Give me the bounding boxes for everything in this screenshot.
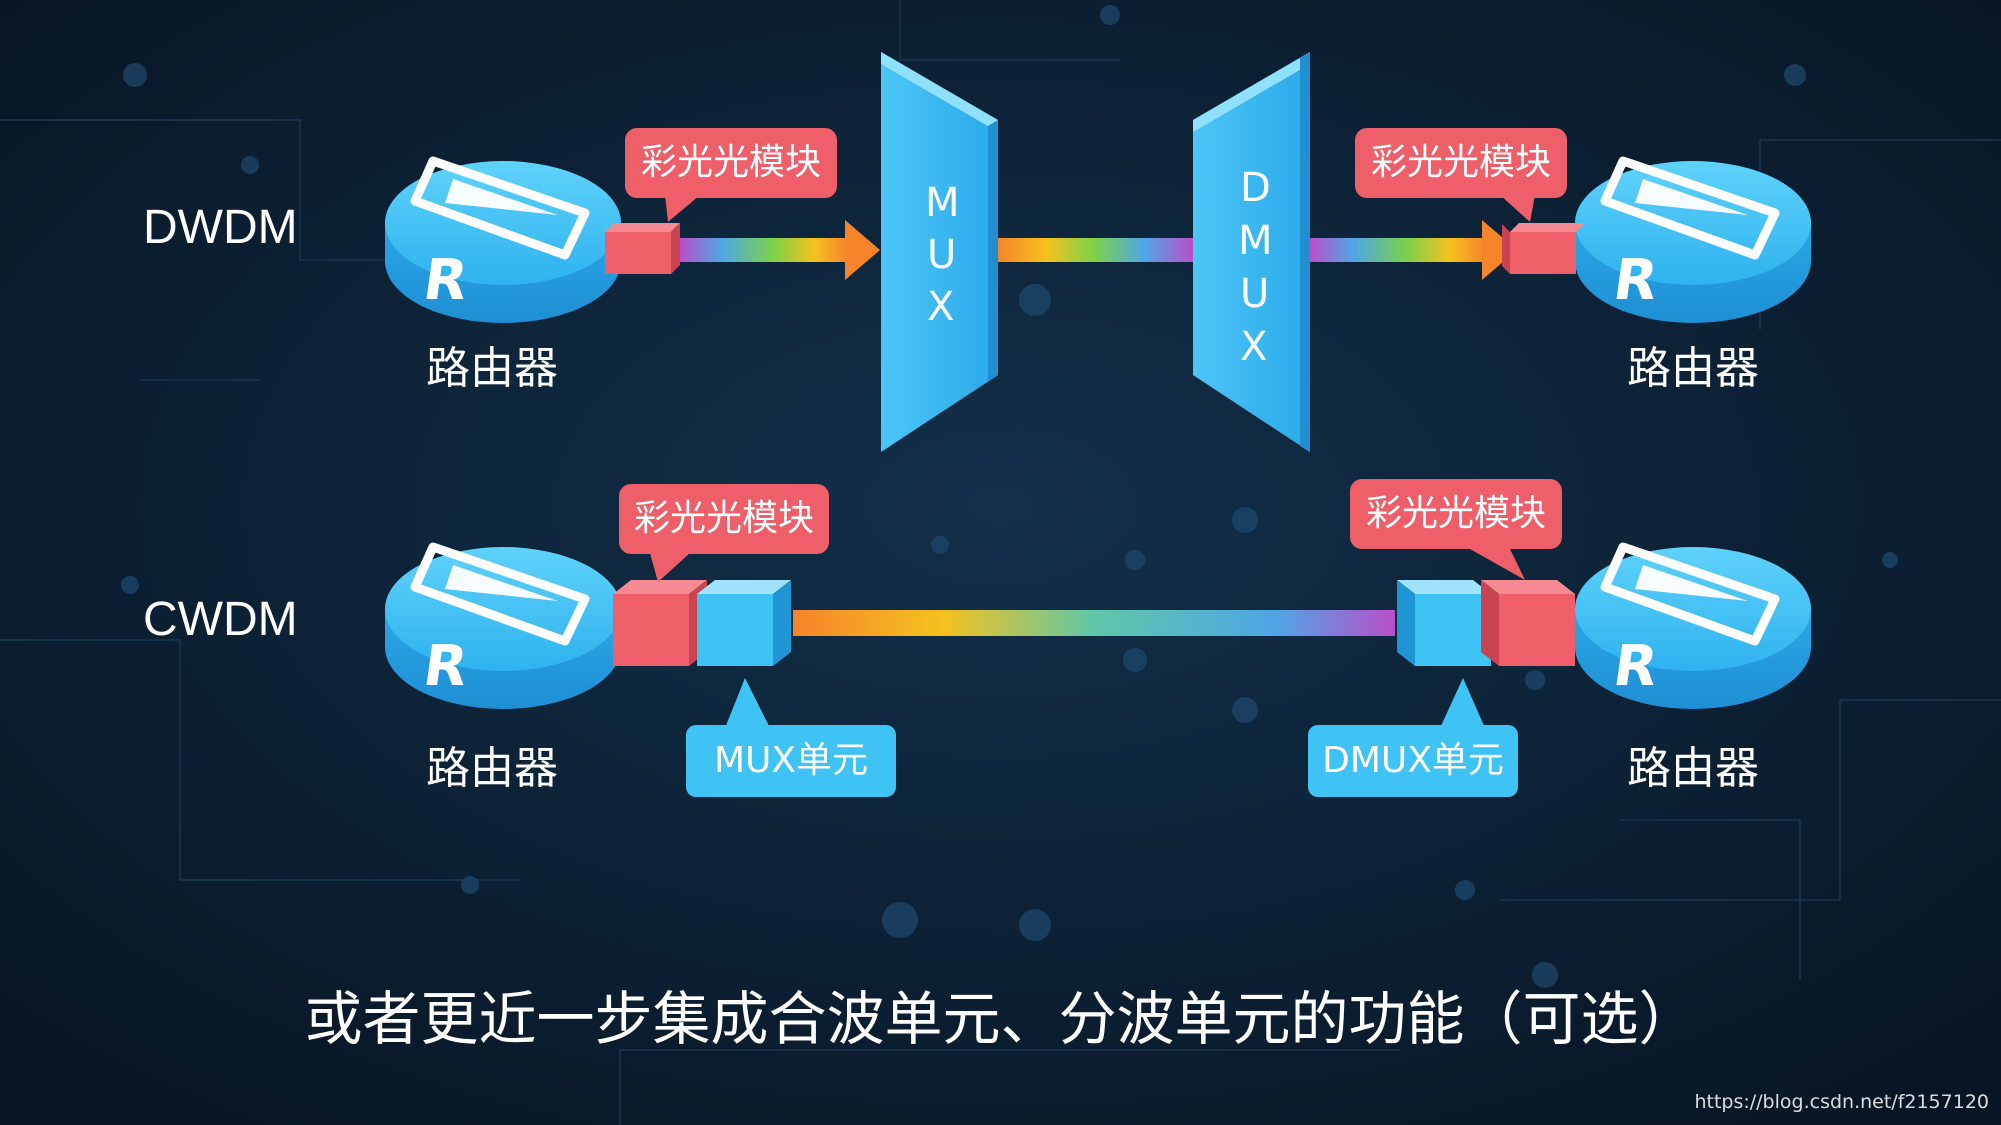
dmux-letter: U xyxy=(1240,271,1270,317)
colored-optical-module-cube xyxy=(613,580,707,666)
router-label: 路由器 xyxy=(426,743,558,794)
dwdm-left-signal-arrow xyxy=(680,220,880,280)
dwdm-right-signal-arrow xyxy=(1310,220,1517,280)
router-badge: R xyxy=(1609,634,1662,699)
mux-letter: X xyxy=(927,284,955,330)
colored-optical-module-cube xyxy=(605,223,680,274)
callout-tail xyxy=(1470,549,1525,580)
dmux-unit-callout: DMUX单元 xyxy=(1308,725,1518,797)
router-icon xyxy=(1575,156,1811,323)
caption-subtitle: 或者更近一步集成合波单元、分波单元的功能（可选） xyxy=(304,985,1697,1053)
dwdm-trunk-link xyxy=(998,238,1193,262)
callout-tail xyxy=(1500,195,1535,222)
colored-optical-module-cube xyxy=(1502,223,1585,274)
colored-optical-module-callout: 彩光光模块 xyxy=(1350,479,1562,549)
callout-tail xyxy=(650,553,690,582)
dmux-letter: X xyxy=(1240,324,1268,370)
callout-tail xyxy=(725,678,770,728)
colored-optical-module-cube xyxy=(1481,580,1575,666)
router-badge: R xyxy=(1609,248,1662,313)
colored-optical-module-callout: 彩光光模块 xyxy=(1355,128,1567,198)
router-badge: R xyxy=(419,634,472,699)
callout-tail xyxy=(665,195,700,222)
callout-tail xyxy=(1440,678,1485,728)
router-label: 路由器 xyxy=(1627,343,1759,394)
mux-block xyxy=(881,52,998,452)
router-badge: R xyxy=(419,248,472,313)
mux-unit-callout: MUX单元 xyxy=(686,725,896,797)
colored-optical-module-callout: 彩光光模块 xyxy=(619,484,829,554)
dmux-letter: M xyxy=(1238,218,1273,264)
router-label: 路由器 xyxy=(1627,743,1759,794)
dmux-letter: D xyxy=(1240,165,1271,211)
mux-letter: M xyxy=(925,180,960,226)
row-label-cwdm: CWDM xyxy=(143,593,298,646)
row-label-dwdm: DWDM xyxy=(143,201,298,254)
watermark-url: https://blog.csdn.net/f2157120 xyxy=(1694,1091,1989,1113)
router-icon xyxy=(1575,542,1811,709)
cwdm-trunk-link xyxy=(793,610,1395,636)
mux-letter: U xyxy=(927,232,957,278)
dmux-unit-cube xyxy=(1397,580,1491,666)
mux-unit-cube xyxy=(697,580,791,666)
router-label: 路由器 xyxy=(426,343,558,394)
router-icon xyxy=(385,542,621,709)
colored-optical-module-callout: 彩光光模块 xyxy=(625,128,837,198)
dmux-block xyxy=(1193,52,1310,452)
router-icon xyxy=(385,156,621,323)
